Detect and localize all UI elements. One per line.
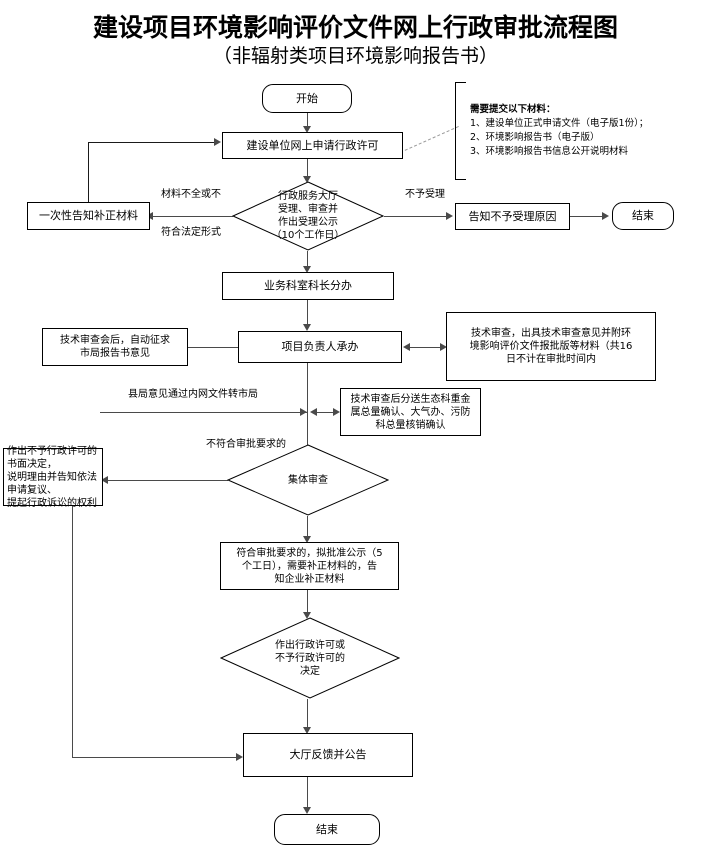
arrow-collective-to-publicity	[303, 536, 311, 543]
node-one-time-notice-label: 一次性告知补正材料	[39, 209, 138, 222]
edge-label-incomplete-2: 符合法定形式	[160, 226, 222, 239]
node-apply[interactable]: 建设单位网上申请行政许可	[222, 132, 403, 159]
node-end-top-label: 结束	[632, 209, 654, 222]
edge-label-county-to-city: 县局意见通过内网文件转市局	[127, 388, 259, 401]
connector-leader-to-auto-solicit	[186, 347, 239, 348]
connector-hall-to-chief	[307, 251, 308, 271]
connector-leader-to-tech-review	[409, 347, 445, 348]
arrow-start-to-apply	[303, 126, 311, 133]
node-written-refusal-label: 作出不予行政许可的书面决定， 说明理由并告知依法申请复议、 提起行政诉讼的权利	[7, 445, 97, 509]
arrow-distribute-to-main	[310, 408, 317, 416]
node-hall-feedback[interactable]: 大厅反馈并公告	[243, 733, 413, 777]
node-hall-review[interactable]: 行政服务大厅 受理、审查并 作出受理公示 （10个工作日）	[232, 181, 384, 251]
node-end-bottom[interactable]: 结束	[274, 814, 380, 845]
node-written-refusal[interactable]: 作出不予行政许可的书面决定， 说明理由并告知依法申请复议、 提起行政诉讼的权利	[3, 446, 103, 509]
node-one-time-notice[interactable]: 一次性告知补正材料	[27, 202, 150, 230]
materials-note-line-2: 2、环境影响报告书（电子版）	[470, 132, 600, 143]
arrow-refusal-to-feedback	[236, 753, 243, 761]
node-hall-review-label: 行政服务大厅 受理、审查并 作出受理公示 （10个工作日）	[271, 191, 345, 241]
connector-hall-to-reject	[384, 216, 450, 217]
edge-label-not-accepted: 不予受理	[404, 188, 446, 201]
arrow-main-to-distribute	[333, 408, 340, 416]
arrow-chief-to-leader	[303, 324, 311, 331]
note-bracket	[455, 82, 466, 180]
node-tech-review[interactable]: 技术审查，出具技术审查意见并附环 境影响评价文件报批版等材料（共16 日不计在审…	[446, 312, 656, 381]
node-inform-reject-reason[interactable]: 告知不予受理原因	[455, 203, 570, 230]
arrow-apply-to-hall	[303, 176, 311, 183]
connector-publicity-to-decision	[307, 590, 308, 617]
connector-notice-loop-up	[88, 142, 89, 202]
edge-label-not-meet-requirements: 不符合审批要求的	[205, 438, 287, 451]
connector-refusal-down	[72, 506, 73, 757]
arrow-reject-to-end	[602, 212, 609, 220]
node-distribute[interactable]: 技术审查后分送生态科重金 属总量确认、大气办、污防 科总量核销确认	[340, 388, 481, 436]
connector-reject-to-end	[570, 216, 606, 217]
node-inform-reject-reason-label: 告知不予受理原因	[468, 209, 557, 223]
node-section-chief-label: 业务科室科长分办	[264, 279, 352, 292]
node-project-leader-label: 项目负责人承办	[281, 340, 359, 353]
node-final-decision[interactable]: 作出行政许可或 不予行政许可的 决定	[220, 617, 400, 699]
arrow-publicity-to-decision	[303, 612, 311, 619]
connector-start-to-apply	[307, 113, 308, 130]
node-approve-publicity[interactable]: 符合审批要求的，拟批准公示（5 个工日），需要补正材料的，告 知企业补正材料	[220, 542, 399, 590]
node-end-top[interactable]: 结束	[612, 202, 674, 230]
arrow-hall-to-reject	[446, 212, 453, 220]
arrow-hall-to-chief	[303, 266, 311, 273]
arrow-leader-to-tech-review	[440, 343, 447, 351]
arrow-feedback-to-end	[303, 807, 311, 814]
materials-note-heading: 需要提交以下材料：	[470, 104, 556, 115]
connector-notice-loop-right	[88, 142, 216, 143]
note-leader-line	[400, 125, 459, 153]
connector-refusal-to-feedback	[72, 757, 240, 758]
node-start-label: 开始	[296, 91, 318, 105]
edge-label-incomplete-1: 材料不全或不	[160, 188, 222, 201]
node-project-leader[interactable]: 项目负责人承办	[238, 331, 402, 363]
connector-collective-to-publicity	[307, 516, 308, 541]
node-collective-review-label: 集体审查	[288, 474, 328, 486]
node-final-decision-label: 作出行政许可或 不予行政许可的 决定	[275, 639, 345, 677]
node-auto-solicit-label: 技术审查会后，自动征求 市局报告书意见	[60, 335, 170, 359]
connector-apply-to-hall	[307, 159, 308, 181]
connector-county-to-city	[100, 412, 307, 413]
node-apply-label: 建设单位网上申请行政许可	[246, 138, 379, 152]
node-auto-solicit[interactable]: 技术审查会后，自动征求 市局报告书意见	[42, 328, 188, 366]
node-approve-publicity-label: 符合审批要求的，拟批准公示（5 个工日），需要补正材料的，告 知企业补正材料	[236, 547, 383, 585]
connector-chief-to-leader	[307, 300, 308, 329]
node-collective-review[interactable]: 集体审查	[227, 444, 389, 516]
connector-collective-to-refusal	[107, 480, 228, 481]
node-start[interactable]: 开始	[262, 84, 352, 113]
connector-feedback-to-end	[307, 777, 308, 812]
materials-note-line-3: 3、环境影响报告书信息公开说明材料	[470, 146, 629, 157]
node-hall-feedback-label: 大厅反馈并公告	[289, 748, 367, 761]
connector-leader-to-distribute	[312, 412, 338, 413]
node-end-bottom-label: 结束	[316, 822, 338, 836]
connector-hall-to-notice	[152, 216, 233, 217]
page-title: 建设项目环境影响评价文件网上行政审批流程图	[92, 13, 618, 42]
connector-leader-down	[307, 363, 308, 463]
page-subtitle: （非辐射类项目环境影响报告书）	[212, 45, 498, 67]
arrow-decision-to-feedback	[303, 727, 311, 734]
node-section-chief[interactable]: 业务科室科长分办	[222, 272, 394, 300]
arrow-tech-review-to-leader	[403, 343, 410, 351]
arrow-collective-to-refusal	[101, 476, 108, 484]
node-distribute-label: 技术审查后分送生态科重金 属总量确认、大气办、污防 科总量核销确认	[350, 393, 471, 431]
materials-note: 需要提交以下材料： 1、建设单位正式申请文件（电子版1份）； 2、环境影响报告书…	[470, 103, 648, 159]
arrow-notice-loop-to-apply	[214, 138, 221, 146]
connector-decision-to-feedback	[307, 699, 308, 732]
node-tech-review-label: 技术审查，出具技术审查意见并附环 境影响评价文件报批版等材料（共16 日不计在审…	[469, 328, 633, 365]
arrow-county-to-city	[300, 408, 307, 416]
materials-note-line-1: 1、建设单位正式申请文件（电子版1份）；	[470, 118, 649, 129]
